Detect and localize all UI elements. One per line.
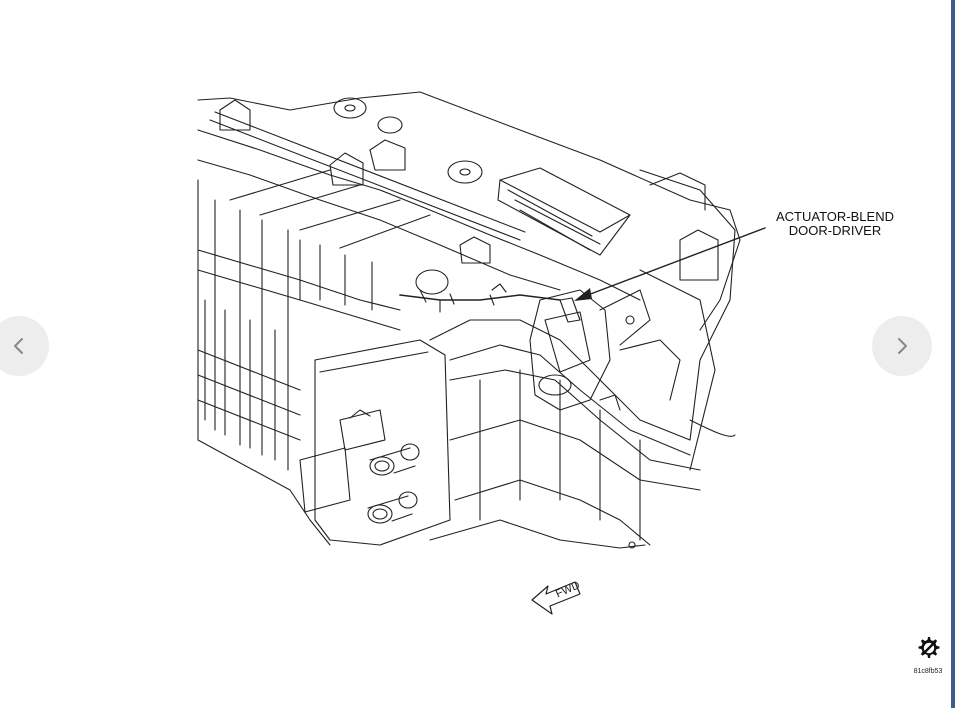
fwd-text: FWD bbox=[554, 579, 582, 600]
gear-slash-icon bbox=[918, 637, 940, 658]
accent-bar bbox=[951, 0, 955, 708]
window-edge bbox=[951, 0, 964, 708]
fwd-arrow-icon bbox=[531, 581, 581, 615]
next-image-button[interactable] bbox=[872, 316, 932, 376]
publisher-logo: 81c8fb53 bbox=[908, 634, 948, 675]
fwd-label: FWD bbox=[554, 579, 582, 600]
callout-line-1: ACTUATOR-BLEND bbox=[776, 209, 894, 224]
image-code: 81c8fb53 bbox=[913, 668, 943, 675]
previous-image-button[interactable] bbox=[0, 316, 49, 376]
chevron-right-icon bbox=[898, 338, 907, 354]
callout-line-2: DOOR-DRIVER bbox=[788, 223, 882, 238]
actuator-callout: ACTUATOR-BLEND DOOR-DRIVER bbox=[760, 210, 910, 238]
chevron-left-icon bbox=[14, 338, 23, 354]
